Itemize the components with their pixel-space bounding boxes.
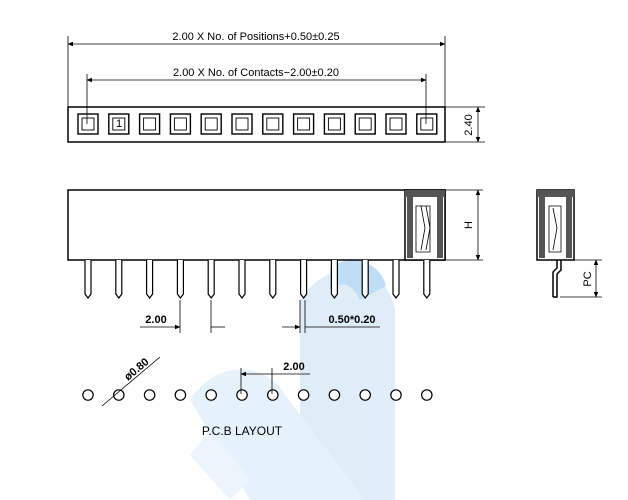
pin	[269, 260, 277, 299]
cavity-outer	[169, 113, 192, 135]
pin	[176, 260, 184, 299]
cavity-inner	[297, 117, 311, 131]
cavity-inner	[173, 117, 187, 131]
cavity-row	[77, 113, 438, 135]
pcb-hole	[359, 389, 371, 401]
overall-length-label: 2.00 X No. of Positions+0.50±0.25	[172, 31, 339, 43]
cavity-inner	[266, 117, 280, 131]
cavity-outer	[292, 113, 315, 135]
side-view: PC	[536, 189, 602, 298]
pin	[361, 260, 369, 299]
hole-diameter-label: ø0.80	[122, 356, 151, 383]
cavity-outer	[323, 113, 346, 135]
pin	[330, 260, 338, 299]
pcb-layout-caption: P.C.B LAYOUT	[202, 424, 283, 438]
pin-size-label: 0.50*0.20	[328, 314, 375, 326]
pcb-hole	[266, 389, 279, 401]
pin	[207, 260, 215, 299]
cavity-outer	[200, 113, 222, 135]
cavity-outer	[231, 113, 253, 135]
pcb-hole	[143, 389, 156, 401]
height-label: H	[463, 221, 475, 229]
cavity-outer	[416, 113, 438, 135]
pcb-hole	[390, 389, 402, 401]
pcb-hole	[297, 389, 310, 401]
pin	[238, 260, 246, 299]
pin	[146, 260, 154, 299]
cavity-outer	[77, 113, 99, 135]
width-label: 2.40	[463, 114, 475, 135]
cavity-inner	[327, 117, 341, 131]
cavity-inner	[389, 117, 403, 131]
cavity-outer	[138, 113, 161, 135]
first-contact-mark: 1	[116, 118, 122, 130]
pcb-hole	[205, 389, 217, 401]
cavity-inner	[143, 117, 157, 131]
cavity-inner	[235, 117, 249, 131]
pcb-hole	[82, 389, 94, 401]
pin	[392, 260, 400, 299]
tail-length-label: PC	[582, 271, 594, 286]
cavity-inner	[204, 117, 218, 131]
pcb-hole	[236, 389, 248, 401]
pin-pitch-label: 2.00	[145, 314, 166, 326]
cavity-outer	[385, 113, 407, 135]
cavity-outer	[262, 113, 284, 135]
hole-row	[82, 389, 433, 401]
cavity-outer	[354, 113, 376, 135]
hole-pitch-label: 2.00	[283, 361, 304, 373]
pcb-hole	[420, 389, 433, 401]
section-end-view	[404, 189, 446, 261]
pin	[115, 260, 123, 299]
front-view: H 2.00 0.50*0.20	[67, 189, 483, 333]
cavity-outer	[108, 113, 130, 135]
pin-row	[84, 260, 431, 299]
pcb-hole	[174, 389, 187, 401]
cavity-inner	[358, 117, 372, 131]
housing-front-outline	[67, 189, 446, 261]
pcb-hole	[328, 389, 341, 401]
top-view: 2.00 X No. of Positions+0.50±0.25 2.00 X…	[67, 31, 485, 143]
contact-span-label: 2.00 X No. of Contacts−2.00±0.20	[173, 67, 339, 79]
cavity-inner	[420, 117, 434, 131]
pin	[423, 260, 431, 299]
pcb-hole	[113, 389, 125, 401]
hole-diameter-leader	[101, 356, 161, 407]
housing-top-outline	[67, 106, 446, 143]
cavity-inner	[81, 117, 95, 131]
cavity-inner	[112, 117, 126, 131]
pin	[84, 260, 92, 299]
pin	[300, 260, 308, 299]
